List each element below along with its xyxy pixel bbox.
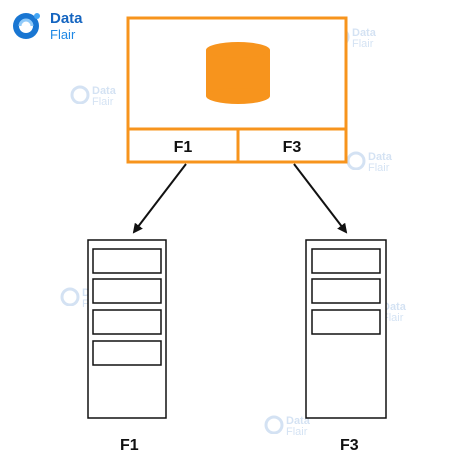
server-2-label: F3 <box>340 437 359 454</box>
database-container: F1 F3 <box>126 16 348 164</box>
watermark-icon <box>60 287 80 307</box>
arrow-to-server-1 <box>132 163 187 234</box>
watermark-text-1: Data <box>382 301 406 313</box>
watermark: Data Flair <box>264 414 320 440</box>
watermark-text-1: Data <box>92 85 116 97</box>
watermark: Data Flair <box>70 84 126 110</box>
server-1-slot <box>92 309 162 335</box>
server-1-slot <box>92 248 162 274</box>
server-1 <box>87 239 167 419</box>
server-2-slot <box>311 248 381 274</box>
watermark-icon <box>70 85 90 105</box>
watermark-text-2: Flair <box>368 162 390 174</box>
dataflair-logo-icon <box>13 13 40 39</box>
watermark-icon <box>346 151 366 171</box>
server-1-slot <box>92 278 162 304</box>
watermark-text-2: Flair <box>382 312 404 324</box>
watermark-text-2: Flair <box>286 426 308 438</box>
dataflair-logo: Data Flair <box>10 8 83 44</box>
fragment-label-f1: F1 <box>174 139 193 156</box>
server-2-slot <box>311 309 381 335</box>
logo-text-line2: Flair <box>50 27 76 42</box>
watermark-text-1: Data <box>286 415 310 427</box>
server-2 <box>305 239 387 419</box>
server-1-slot <box>92 340 162 366</box>
server-2-slot <box>311 278 381 304</box>
watermark-text-1: Data <box>352 27 376 39</box>
watermark-icon <box>264 415 284 435</box>
arrow-to-server-2 <box>293 163 348 234</box>
watermark-text-1: Data <box>368 151 392 163</box>
cylinder-database-icon <box>206 42 270 104</box>
server-1-label: F1 <box>120 437 139 454</box>
logo-text-line1: Data <box>50 10 83 27</box>
watermark: Data Flair <box>346 150 402 176</box>
watermark-text-2: Flair <box>352 38 374 50</box>
fragment-label-f3: F3 <box>283 139 302 156</box>
watermark-text-2: Flair <box>92 96 114 108</box>
